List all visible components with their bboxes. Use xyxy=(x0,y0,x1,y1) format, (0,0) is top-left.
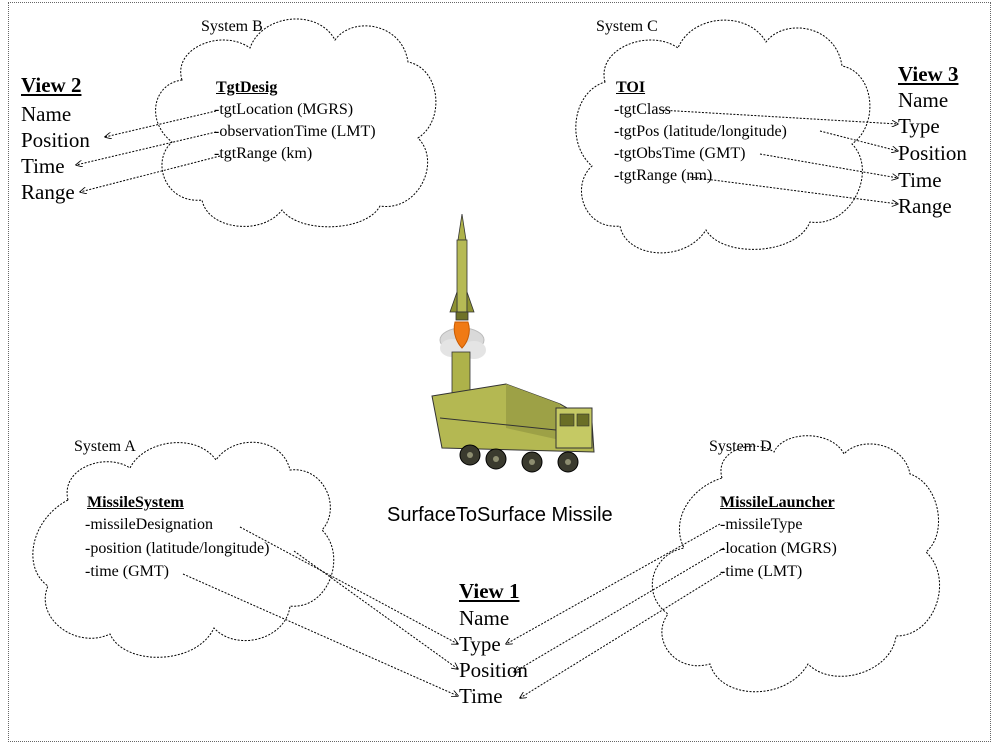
cloud-system-a xyxy=(32,441,335,658)
view1-item-type: Type xyxy=(459,632,501,656)
mapping-arrows-b-to-view2 xyxy=(76,110,221,192)
system-b-label: System B xyxy=(201,18,263,35)
view3-item-type: Type xyxy=(898,114,940,138)
attr-tgtlocation: -tgtLocation (MGRS) xyxy=(214,101,354,118)
view3-item-name: Name xyxy=(898,88,949,112)
attr-missiledesignation: -missileDesignation xyxy=(85,516,213,533)
cloud-system-d xyxy=(651,435,941,693)
view2-title: View 2 xyxy=(21,73,82,97)
view2-item-name: Name xyxy=(21,102,72,126)
view1-item-position: Position xyxy=(459,658,528,682)
view3-title: View 3 xyxy=(898,62,959,86)
view1-item-time: Time xyxy=(459,684,503,708)
view2-item-position: Position xyxy=(21,128,90,152)
view3-item-range: Range xyxy=(898,194,952,218)
cloud-system-b xyxy=(155,18,437,228)
view1-title: View 1 xyxy=(459,579,520,603)
system-c-label: System C xyxy=(596,18,658,35)
attr-position: -position (latitude/longitude) xyxy=(85,540,270,557)
class-tgtdesig-title: TgtDesig xyxy=(216,79,278,96)
view3-item-position: Position xyxy=(898,141,967,165)
attr-time-gmt: -time (GMT) xyxy=(85,563,169,580)
cloud-system-c xyxy=(575,19,871,254)
attr-location-mgrs: -location (MGRS) xyxy=(720,540,837,557)
mapping-arrows-d-to-view1 xyxy=(506,523,725,698)
view2-item-range: Range xyxy=(21,180,75,204)
attr-tgtrange-nm: -tgtRange (nm) xyxy=(614,167,713,184)
view1-item-name: Name xyxy=(459,606,510,630)
attr-missiletype: -missileType xyxy=(720,516,803,533)
class-missilelauncher-title: MissileLauncher xyxy=(720,494,835,511)
mapping-arrows-c-to-view3 xyxy=(659,109,898,204)
mapping-arrows-a-to-view1 xyxy=(182,526,458,696)
missile-launcher-illustration xyxy=(431,213,595,473)
attr-tgtrange-km: -tgtRange (km) xyxy=(214,145,313,162)
attr-tgtobstime: -tgtObsTime (GMT) xyxy=(614,145,746,162)
view3-item-time: Time xyxy=(898,168,942,192)
class-toi-title: TOI xyxy=(616,79,646,96)
view2-item-time: Time xyxy=(21,154,65,178)
attr-time-lmt: -time (LMT) xyxy=(720,563,803,580)
class-missilesystem-title: MissileSystem xyxy=(87,494,184,511)
attr-tgtclass: -tgtClass xyxy=(614,101,671,118)
system-d-label: System D xyxy=(709,438,772,455)
diagram-frame xyxy=(8,2,991,742)
attr-tgtpos: -tgtPos (latitude/longitude) xyxy=(614,123,787,140)
attr-observationtime: -observationTime (LMT) xyxy=(214,123,376,140)
system-a-label: System A xyxy=(74,438,136,455)
center-caption: SurfaceToSurface Missile xyxy=(387,504,613,526)
